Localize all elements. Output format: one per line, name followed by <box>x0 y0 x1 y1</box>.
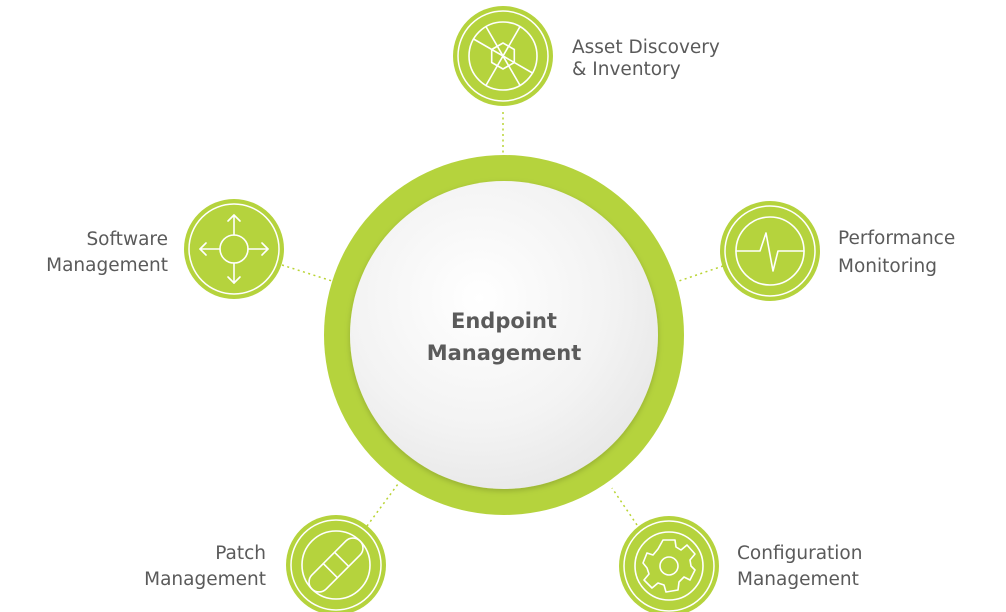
node-software-management[interactable]: Software Management <box>46 199 284 299</box>
node-circle-configuration <box>619 516 719 612</box>
node-patch-management[interactable]: Patch Management <box>144 515 386 612</box>
node-asset-discovery[interactable]: Asset Discovery & Inventory <box>453 6 720 106</box>
center-title-line2: Management <box>427 341 582 365</box>
aperture-icon <box>468 21 538 91</box>
configuration-label-line1: Configuration <box>737 543 862 564</box>
connector-patch <box>366 483 399 527</box>
performance-label-line2: Monitoring <box>838 256 937 277</box>
configuration-label-line2: Management <box>737 569 859 590</box>
node-circle-patch <box>286 515 386 612</box>
pulse-icon <box>735 216 805 286</box>
connector-software <box>281 264 333 282</box>
asset-label-line2: & Inventory <box>572 59 681 80</box>
bandage-icon <box>301 530 371 600</box>
gear-icon <box>634 531 704 601</box>
move-arrows-icon <box>199 214 269 284</box>
connector-performance <box>675 265 724 283</box>
connectors <box>281 112 724 527</box>
node-configuration-management[interactable]: Configuration Management <box>619 516 862 612</box>
software-label-line1: Software <box>86 229 168 250</box>
performance-label-line1: Performance <box>838 228 955 249</box>
center-disc <box>350 181 658 489</box>
software-label-line2: Management <box>46 255 168 276</box>
center-title-line1: Endpoint <box>451 309 557 333</box>
center-hub: Endpoint Management <box>324 155 684 515</box>
patch-label-line1: Patch <box>215 543 266 564</box>
node-circle-software <box>184 199 284 299</box>
node-ring-configuration <box>623 520 715 612</box>
node-ring-patch <box>290 519 382 611</box>
asset-label-line1: Asset Discovery <box>572 37 720 58</box>
patch-label-line2: Management <box>144 569 266 590</box>
node-ring-asset <box>457 10 549 102</box>
connector-configuration <box>611 487 638 526</box>
node-ring-software <box>188 203 280 295</box>
node-ring-performance <box>724 205 816 297</box>
node-performance-monitoring[interactable]: Performance Monitoring <box>720 201 955 301</box>
